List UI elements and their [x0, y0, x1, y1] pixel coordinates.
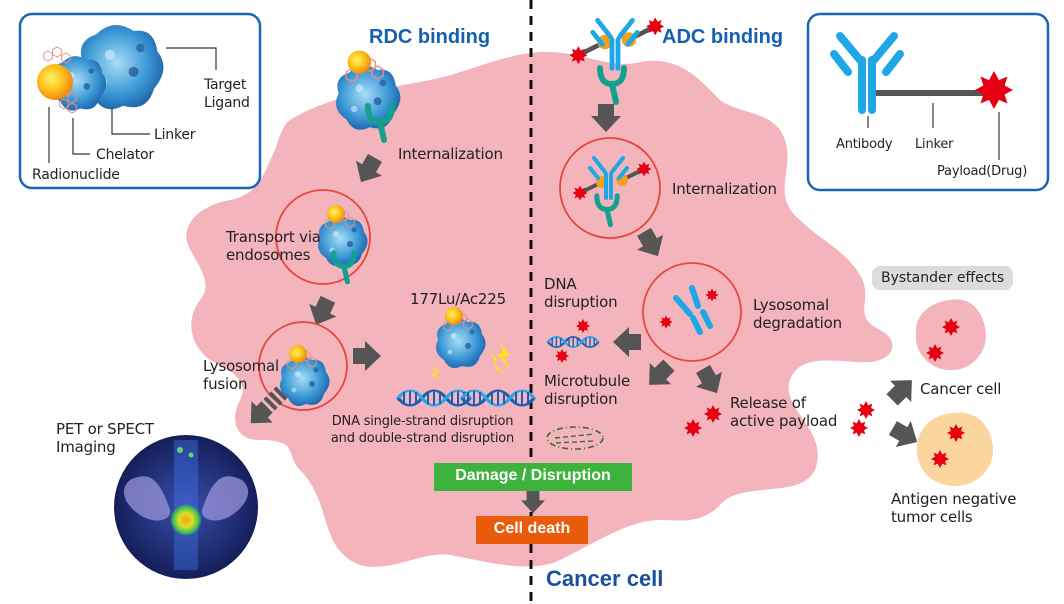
- rdc-binding-title: RDC binding: [369, 26, 491, 48]
- bystander-cancer-cell-label: Cancer cell: [920, 380, 1002, 398]
- rdc-structure-panel: [18, 12, 262, 190]
- adc-endosome-vesicle: [559, 137, 661, 239]
- label-line: Imaging: [56, 438, 116, 456]
- bystander-cancer-cell: [915, 299, 986, 371]
- imaging-arrow-icon: [250, 386, 288, 424]
- label-linker: Linker: [154, 127, 196, 143]
- degraded-antibody-icon: [673, 285, 713, 335]
- label-line: Transport via: [226, 228, 321, 246]
- label-line: Lysosomal: [753, 296, 830, 314]
- label-line: DNA single-strand disruption: [331, 414, 514, 429]
- dna-damage-label: DNA single-strand disruption and double-…: [325, 413, 520, 447]
- damage-disruption-box: Damage / Disruption: [434, 463, 632, 491]
- label-line: Target: [204, 77, 247, 93]
- label-line: disruption: [544, 390, 618, 408]
- label-line: Release of: [730, 394, 806, 412]
- label-line: Ligand: [204, 95, 250, 111]
- pet-scan-image: [114, 435, 258, 579]
- label-line: Lysosomal: [203, 357, 280, 375]
- label-line: and double-strand disruption: [330, 431, 515, 446]
- payload-release-label: Release of active payload: [730, 394, 837, 430]
- radionuclide-icon: [37, 64, 73, 100]
- label-line: degradation: [753, 314, 842, 332]
- payload-icon: [857, 401, 875, 419]
- antigen-negative-label: Antigen negative tumor cells: [891, 490, 1016, 526]
- label-target-ligand: Target Ligand: [204, 76, 250, 112]
- adc-internalization-label: Internalization: [672, 180, 777, 198]
- label-radionuclide: Radionuclide: [32, 167, 120, 183]
- payload-drug-icon: [975, 71, 1013, 109]
- isotope-label: 177Lu/Ac225: [410, 290, 506, 308]
- microtubule-icon: [546, 426, 604, 450]
- label-antibody: Antibody: [836, 137, 893, 152]
- antibody-icon: [830, 32, 904, 114]
- label-line: active payload: [730, 412, 838, 430]
- label-line: PET or SPECT: [56, 420, 154, 438]
- endosome-vesicle: [275, 189, 371, 285]
- lysosomal-degradation-vesicle: [642, 262, 742, 362]
- transport-endosomes-label: Transport via endosomes: [226, 228, 321, 264]
- payload-icon: [684, 419, 702, 437]
- label-line: disruption: [544, 293, 618, 311]
- antigen-negative-cell: [916, 412, 994, 486]
- arrow-icon: [881, 369, 923, 411]
- label-line: tumor cells: [891, 508, 973, 526]
- payload-icon: [704, 405, 722, 423]
- label-line: Antigen negative: [891, 490, 1017, 508]
- lysosomal-fusion-label: Lysosomal fusion: [203, 357, 279, 393]
- adc-binding-title: ADC binding: [662, 26, 784, 48]
- label-adc-linker: Linker: [915, 137, 954, 152]
- cell-death-box: Cell death: [476, 516, 588, 544]
- dna-disruption-label: DNA disruption: [544, 275, 618, 311]
- payload-icon: [850, 419, 868, 437]
- label-chelator: Chelator: [96, 147, 154, 163]
- lysosomal-degradation-label: Lysosomal degradation: [753, 296, 842, 332]
- label-line: Microtubule: [544, 372, 630, 390]
- label-line: endosomes: [226, 246, 311, 264]
- adc-structure-panel: [806, 12, 1050, 192]
- bystander-effects-badge: Bystander effects: [872, 266, 1014, 290]
- microtubule-disruption-label: Microtubule disruption: [544, 372, 630, 408]
- label-payload: Payload(Drug): [937, 164, 1028, 179]
- imaging-label: PET or SPECT Imaging: [56, 420, 154, 456]
- label-line: fusion: [203, 375, 248, 393]
- rdc-internalization-label: Internalization: [398, 145, 503, 163]
- lysosome-vesicle: [258, 321, 348, 411]
- radiation-bolt-icon: [490, 352, 504, 374]
- label-line: DNA: [544, 275, 577, 293]
- cancer-cell-title: Cancer cell: [546, 566, 664, 591]
